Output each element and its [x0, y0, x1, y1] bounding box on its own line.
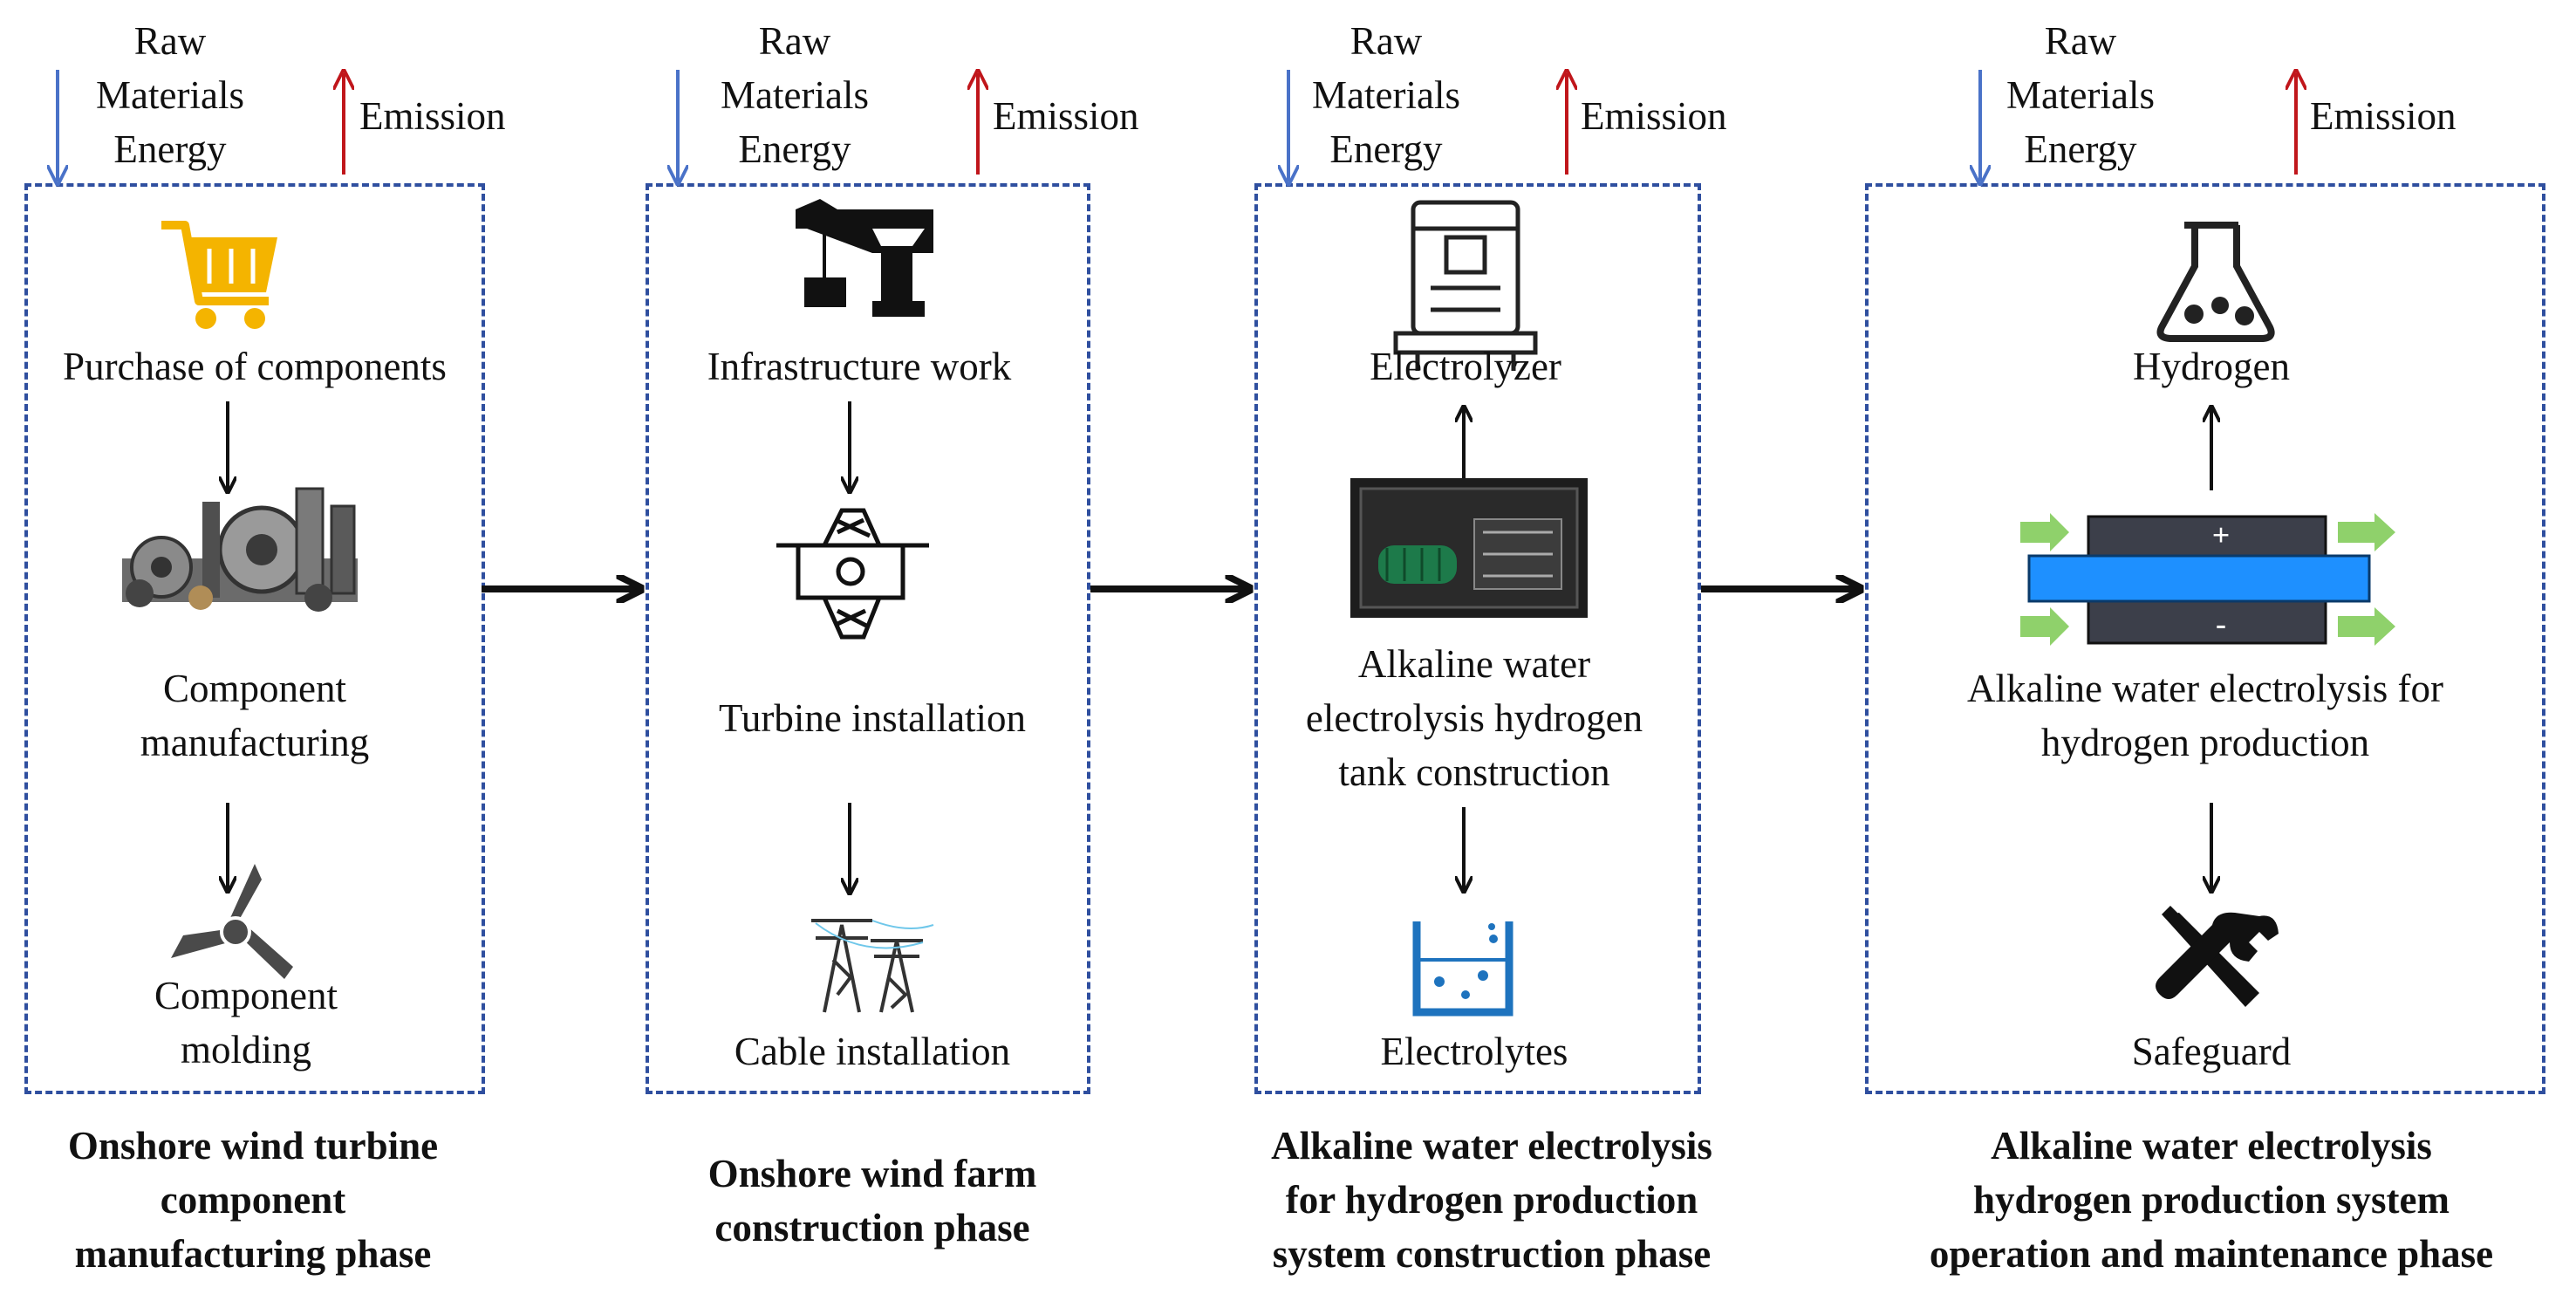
- cell-plus-sign: +: [2211, 517, 2231, 552]
- turbine-blade-icon: [171, 864, 293, 979]
- phase-3-box: [1254, 183, 1701, 1094]
- phase-2-box: [646, 183, 1090, 1094]
- beaker-icon: [1412, 921, 1513, 1017]
- container-plant-icon: [1350, 478, 1588, 618]
- electrolysis-cell-icon: [2020, 513, 2395, 646]
- cell-minus-sign: -: [2216, 606, 2226, 641]
- machine-parts-icon: [122, 487, 358, 612]
- step-label-hydrogen: Hydrogen: [2133, 345, 2290, 388]
- step-arrows: [228, 401, 2211, 892]
- phase-4-box: [1865, 183, 2545, 1094]
- shopping-cart-icon: [161, 221, 277, 329]
- step-label-electrolytes: Electrolytes: [1380, 1030, 1568, 1073]
- step-label-infrastructure: Infrastructure work: [707, 345, 1012, 388]
- electrolyzer-icon: [1393, 200, 1538, 371]
- step-label-safeguard: Safeguard: [2131, 1030, 2292, 1073]
- emission-arrows: [344, 73, 2296, 175]
- emission-label-4: Emission: [2310, 94, 2456, 138]
- turbine-hub-icon: [776, 508, 929, 640]
- step-label-purchase: Purchase of components: [63, 345, 447, 388]
- emission-label-1: Emission: [359, 94, 506, 138]
- power-pylon-icon: [811, 919, 934, 1013]
- tools-icon: [2156, 906, 2279, 1007]
- flask-icon: [2156, 222, 2275, 342]
- emission-label-2: Emission: [993, 94, 1139, 138]
- step-label-turbine-installation: Turbine installation: [718, 696, 1027, 740]
- input-arrows: [58, 70, 1980, 181]
- step-label-electrolyzer: Electrolyzer: [1370, 345, 1561, 388]
- phase-1-box: [24, 183, 485, 1094]
- emission-label-3: Emission: [1581, 94, 1727, 138]
- step-label-cable-installation: Cable installation: [734, 1030, 1011, 1073]
- crane-icon: [796, 199, 933, 317]
